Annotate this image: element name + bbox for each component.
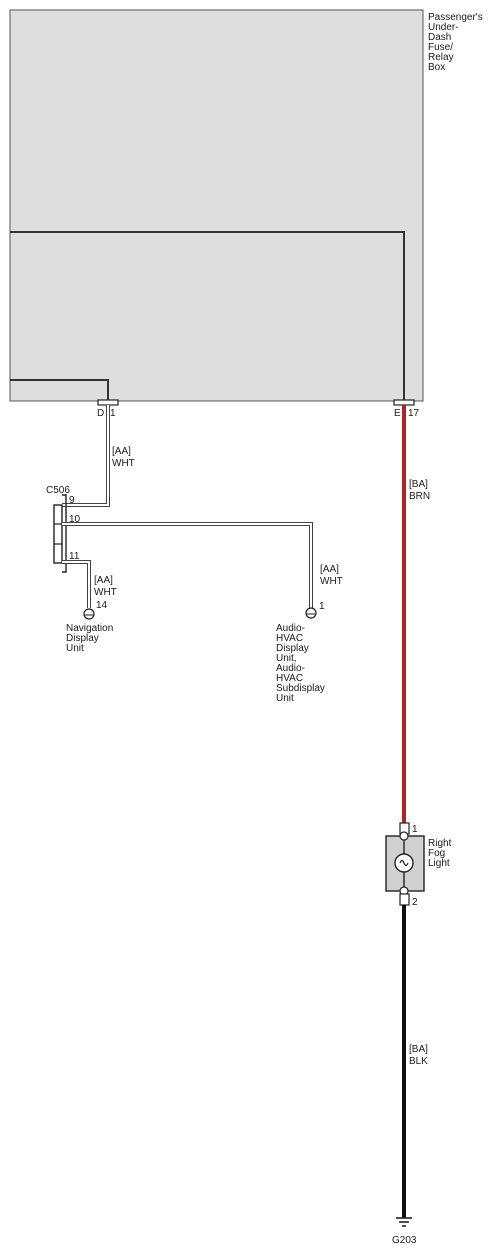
audio-unit-terminal [305, 607, 317, 619]
connector-e [393, 399, 415, 406]
nav-unit-label: Navigation Display Unit [66, 623, 113, 654]
internal-circuit-d [10, 379, 109, 401]
connector-e-letter: E [394, 408, 401, 419]
nav-unit-terminal [83, 608, 95, 620]
c506-pin-9: 9 [69, 495, 75, 506]
fog-light-pin2-connector [399, 893, 410, 906]
fuse-box-label-line: Dash [428, 32, 451, 43]
nav-unit-label-line: Display [66, 633, 99, 644]
audio-unit-label: Audio- HVAC Display Unit, Audio- HVAC Su… [276, 623, 325, 704]
fog-light-label: Right Fog Light [428, 838, 452, 869]
fog-light-label-line: Fog [428, 848, 445, 859]
fuse-box-label-line: Box [428, 62, 445, 73]
connector-c506 [53, 494, 67, 573]
fuse-box-label-line: Passenger's [428, 12, 483, 23]
fog-light-label-line: Light [428, 858, 450, 869]
connector-d-pin: 1 [110, 408, 116, 419]
wire-label-blk: BLK [409, 1056, 428, 1067]
wire-aa-wht-d1 [62, 405, 110, 507]
fuse-box-label: Passenger's Under- Dash Fuse/ Relay Box [428, 12, 483, 73]
audio-unit-pin: 1 [319, 601, 325, 612]
audio-unit-label-line: Audio- [276, 663, 305, 674]
audio-unit-label-line: Audio- [276, 623, 305, 634]
c506-pin-10: 10 [69, 514, 81, 525]
c506-pin-11: 11 [69, 551, 80, 562]
audio-unit-label-line: Unit, [276, 653, 297, 664]
fuse-box-label-line: Relay [428, 52, 454, 63]
audio-unit-label-line: HVAC [276, 633, 303, 644]
fog-light-terminal-top [399, 831, 409, 841]
fuse-box-label-line: Under- [428, 22, 459, 33]
fuse-box [9, 9, 424, 402]
audio-unit-label-line: Subdisplay [276, 683, 325, 694]
audio-unit-label-line: Unit [276, 693, 294, 704]
connector-d-letter: D [97, 408, 104, 419]
wire-label-brn: BRN [409, 491, 430, 502]
wire-aa-wht-audio [62, 522, 313, 608]
audio-unit-label-line: HVAC [276, 673, 303, 684]
nav-unit-pin: 14 [96, 600, 108, 611]
fog-light-pin-2: 2 [412, 897, 418, 908]
ground-label: G203 [392, 1235, 417, 1246]
connector-c506-label: C506 [46, 485, 70, 496]
wire-label-aa: [AA] [94, 575, 113, 586]
internal-circuit-e [10, 231, 405, 401]
nav-unit-label-line: Navigation [66, 623, 113, 634]
wire-label-aa: [AA] [320, 564, 339, 575]
ground-icon [396, 1217, 412, 1227]
wire-label-wht: WHT [94, 587, 117, 598]
fog-light-pin-1: 1 [412, 824, 418, 835]
wire-label-wht: WHT [320, 576, 343, 587]
audio-unit-label-line: Display [276, 643, 309, 654]
fog-light-label-line: Right [428, 838, 452, 849]
fuse-box-label-line: Fuse/ [428, 42, 453, 53]
bulb-icon [394, 853, 414, 873]
wire-label-aa: [AA] [112, 446, 131, 457]
wire-aa-wht-nav [62, 560, 91, 608]
wire-label-ba: [BA] [409, 479, 428, 490]
wire-label-ba: [BA] [409, 1044, 428, 1055]
connector-e-pin: 17 [408, 408, 420, 419]
wire-label-wht: WHT [112, 458, 135, 469]
nav-unit-label-line: Unit [66, 643, 84, 654]
connector-d [97, 399, 119, 406]
